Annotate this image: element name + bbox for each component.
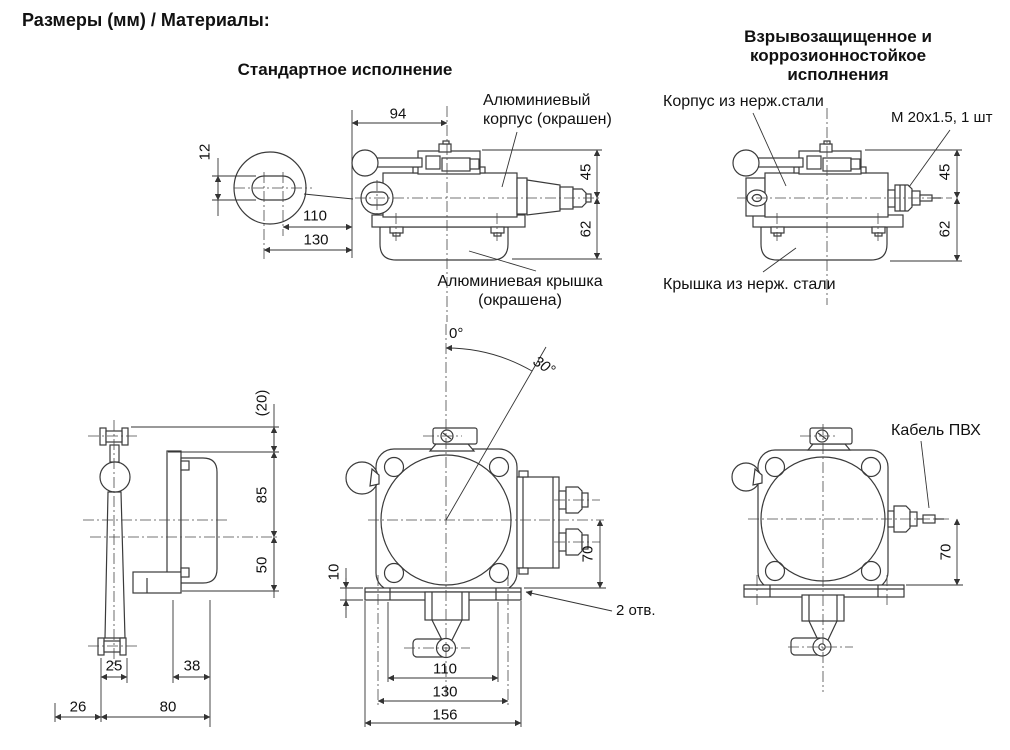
corner-bolt-hole <box>860 560 882 582</box>
pvc-cable-label: Кабель ПВХ <box>891 422 981 439</box>
dim-45-standard: 45 <box>577 163 595 181</box>
corner-bolt-hole <box>383 562 405 584</box>
mounting-plate <box>166 450 182 593</box>
corner-bolt-hole <box>860 456 882 478</box>
lever-slot-detail-drawing <box>212 151 354 260</box>
explosionproof-side-view-drawing <box>732 108 962 305</box>
reset-screw <box>819 143 833 153</box>
bottom-roller <box>103 640 121 653</box>
steel-cover-leader-line <box>762 247 797 273</box>
cable-leader-line <box>920 440 930 509</box>
dim-70-standard: 70 <box>579 545 597 563</box>
lever-ball <box>351 149 379 177</box>
explosionproof-heading: Взрывозащищенное и коррозионностойкое ис… <box>744 27 932 85</box>
dim-26: 26 <box>69 698 87 716</box>
dim-94: 94 <box>389 105 407 123</box>
standard-heading: Стандартное исполнение <box>237 60 453 79</box>
dim-38: 38 <box>183 657 201 675</box>
contact-block <box>516 476 560 569</box>
top-bracket <box>432 427 478 445</box>
dim-62-exd: 62 <box>936 220 954 238</box>
housing-leader-line <box>501 131 518 188</box>
dim-156-base: 156 <box>432 706 458 724</box>
dim-25: 25 <box>105 657 123 675</box>
lever-ball <box>732 149 760 177</box>
lever-arm <box>756 157 804 168</box>
dim-10: 10 <box>325 563 343 581</box>
corner-bolt-hole <box>764 456 786 478</box>
aluminium-housing <box>382 172 518 218</box>
holes-leader-line <box>525 590 613 612</box>
side-profile-drawing <box>54 404 279 727</box>
steel-housing-label: Корпус из нерж.стали <box>663 93 824 110</box>
dim-angle-0: 0° <box>449 325 464 342</box>
aluminium-cover <box>379 226 509 261</box>
dim-85: 85 <box>253 486 271 504</box>
dim-110-base: 110 <box>433 660 457 678</box>
corner-bolt-hole <box>383 456 405 478</box>
corner-bolt-hole <box>764 560 786 582</box>
base-foot <box>132 571 182 594</box>
switch-head <box>526 179 561 216</box>
page-title: Размеры (мм) / Материалы: <box>22 10 270 30</box>
dim-70-exd: 70 <box>937 543 955 561</box>
dim-20: (20) <box>253 389 271 417</box>
standard-front-view-drawing <box>340 324 613 727</box>
standard-side-view-drawing <box>351 106 602 322</box>
lever-ball <box>99 461 131 493</box>
corner-bolt-hole <box>488 456 510 478</box>
housing-profile <box>180 457 218 584</box>
steel-cover <box>760 226 888 261</box>
corner-bolt-hole <box>488 562 510 584</box>
reset-screw <box>438 143 452 153</box>
dim-80: 80 <box>159 698 177 716</box>
steel-housing-leader-line <box>752 112 787 187</box>
two-holes-label: 2 отв. <box>616 602 656 619</box>
detail-leader-line <box>303 193 354 200</box>
explosionproof-front-view-drawing <box>731 424 963 692</box>
angle-radius-line <box>445 346 547 521</box>
dim-12: 12 <box>196 143 214 161</box>
dim-50: 50 <box>253 556 271 574</box>
aluminium-housing-label: Алюминиевый корпус (окрашен) <box>483 92 612 129</box>
gland-thread-label: М 20x1.5, 1 шт <box>891 109 993 126</box>
aluminium-cover-label: Алюминиевая крышка (окрашена) <box>437 273 603 310</box>
angle-arc <box>445 344 533 372</box>
gland-leader-line <box>908 129 951 188</box>
dim-130-base: 130 <box>432 683 458 701</box>
dim-130-lever: 130 <box>303 231 329 249</box>
dim-62-standard: 62 <box>577 220 595 238</box>
lever-arm-profile <box>104 491 126 639</box>
dim-45-exd: 45 <box>936 163 954 181</box>
cover-leader-line <box>468 250 537 272</box>
lever-arm <box>375 157 423 168</box>
dim-110-lever: 110 <box>303 207 327 225</box>
steel-cover-label: Крышка из нерж. стали <box>663 276 836 293</box>
